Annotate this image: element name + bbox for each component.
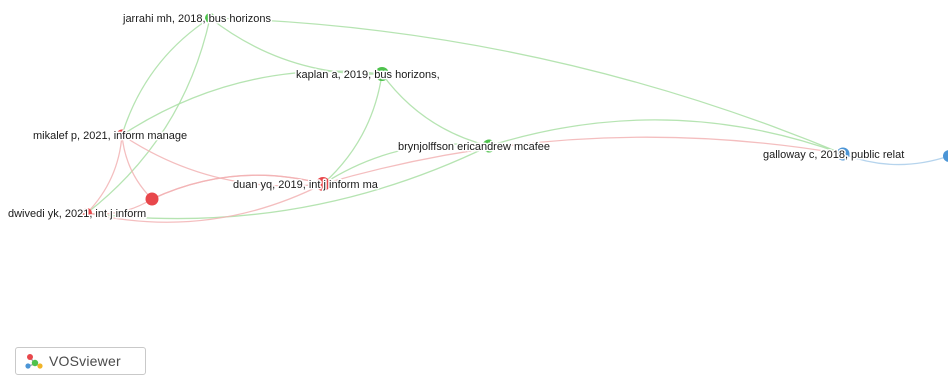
network-link (842, 153, 948, 166)
network-link (322, 136, 844, 185)
network-node-label[interactable]: galloway c, 2018, public relat (762, 148, 906, 163)
network-link (381, 73, 490, 147)
vosviewer-brand-button[interactable]: VOSviewer (15, 347, 146, 375)
network-node-label[interactable]: dwivedi yk, 2021, int j inform (7, 207, 148, 222)
network-node-edge_blue[interactable] (943, 150, 948, 162)
network-node-label[interactable]: brynjolffson ericandrew mcafee (397, 140, 552, 155)
vosviewer-logo-icon (25, 354, 43, 369)
network-node-galloway[interactable] (836, 147, 850, 161)
network-link (86, 145, 490, 220)
network-node-duan[interactable] (316, 177, 330, 191)
network-node-label[interactable]: duan yq, 2019, int j inform ma (232, 178, 381, 193)
network-node-label[interactable]: jarrahi mh, 2018, bus horizons (121, 12, 273, 27)
network-node-mikalef[interactable] (116, 129, 128, 141)
network-link (322, 143, 490, 185)
vosviewer-brand-label: VOSviewer (49, 353, 121, 369)
network-link (121, 70, 383, 136)
network-link (322, 73, 383, 185)
network-link (121, 17, 211, 136)
network-node-kaplan[interactable] (375, 67, 389, 81)
network-link (121, 134, 153, 200)
network-nodes[interactable] (82, 13, 948, 218)
network-link (209, 17, 383, 75)
network-node-label[interactable]: mikalef p, 2021, inform manage (32, 129, 189, 144)
network-node-unlabeled[interactable] (145, 192, 159, 206)
network-link (86, 183, 324, 223)
network-link (488, 119, 844, 155)
network-node-label[interactable]: kaplan a, 2019, bus horizons, (295, 68, 442, 83)
network-node-dwivedi[interactable] (82, 208, 92, 218)
network-link (151, 174, 324, 200)
network-link (86, 17, 211, 214)
network-link (86, 134, 123, 214)
network-link (121, 134, 324, 187)
network-node-jarrahi[interactable] (205, 13, 215, 23)
network-labels: jarrahi mh, 2018, bus horizons kaplan a, … (7, 12, 906, 222)
network-node-brynj[interactable] (482, 139, 496, 153)
network-link (209, 17, 844, 155)
network-links (86, 17, 948, 223)
